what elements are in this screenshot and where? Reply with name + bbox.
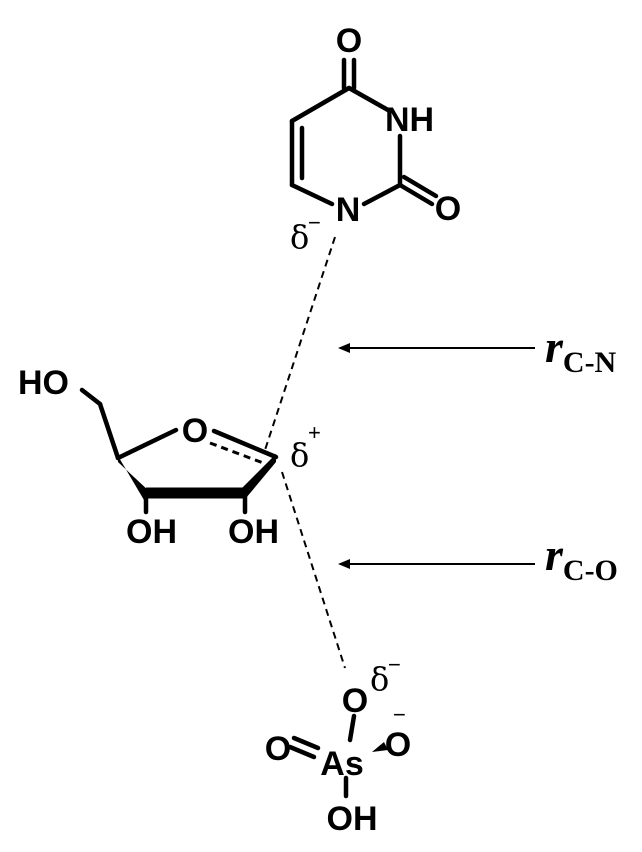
uracil-nh-label: NH bbox=[385, 101, 434, 139]
uracil-o2-label: O bbox=[435, 190, 461, 228]
c1-partial-positive-sign: + bbox=[308, 420, 321, 445]
o-top-partial-negative-delta: δ bbox=[370, 660, 389, 698]
r-cn-subscript: C-N bbox=[563, 346, 617, 379]
c4-n3-bond bbox=[346, 85, 391, 113]
c1-o-partial-bond bbox=[281, 471, 346, 669]
n1-partial-negative-delta: δ bbox=[290, 218, 309, 256]
arsenate-oh-label: OH bbox=[327, 800, 378, 838]
r-co-symbol: r bbox=[545, 529, 564, 580]
uracil-n1-label: N bbox=[336, 191, 361, 229]
ribose-oh-left-label: OH bbox=[126, 513, 177, 551]
o4-c1-bond bbox=[211, 428, 279, 460]
n1-c2-bond bbox=[361, 182, 403, 207]
r-cn-symbol: r bbox=[545, 321, 564, 372]
arsenate-as-label: As bbox=[320, 745, 363, 783]
ribose-oh-right-label: OH bbox=[228, 513, 279, 551]
c2-o2-bond-b bbox=[401, 174, 439, 199]
r-cn-label: rC-N bbox=[545, 321, 617, 379]
o-top-as-bond bbox=[347, 713, 357, 743]
arsenate-o-right-label: O bbox=[385, 726, 411, 764]
n1-partial-negative-sign: − bbox=[308, 210, 321, 235]
o-top-partial-negative-sign: − bbox=[388, 652, 401, 677]
ribose-oxocarbenium: HO O OH OH δ + bbox=[18, 364, 321, 551]
c4-o4-ring-bond bbox=[115, 427, 179, 461]
o-right-negative-sign: − bbox=[393, 702, 406, 727]
as-o-right-wedge bbox=[372, 742, 388, 752]
c4-c3-wedge bbox=[118, 456, 150, 500]
c2-o2-bond-a bbox=[397, 182, 435, 207]
o4-c1-partial-double-bond bbox=[209, 441, 267, 466]
c1-partial-positive-delta: δ bbox=[290, 436, 309, 474]
ribose-ring-o-label: O bbox=[182, 412, 208, 450]
r-co-subscript: C-O bbox=[563, 554, 618, 587]
o-left-as-bond-b bbox=[291, 735, 321, 751]
arsenate-o-top-label: O bbox=[342, 682, 368, 720]
arsenate-o-left-label: O bbox=[265, 730, 291, 768]
c1-c2-wedge bbox=[240, 454, 276, 498]
c1-n1-partial-bond bbox=[264, 236, 336, 451]
c5-c4-bond bbox=[97, 401, 121, 461]
uracil-molecule: O NH O N δ − bbox=[289, 22, 461, 256]
ho-c5-bond bbox=[79, 387, 103, 407]
r-co-label: rC-O bbox=[545, 529, 618, 587]
uracil-o4-label: O bbox=[336, 22, 362, 60]
c4-c5-bond bbox=[289, 85, 352, 124]
ribose-ho-label: HO bbox=[18, 364, 69, 402]
c6-n1-bond bbox=[289, 182, 335, 207]
arsenate-group: O δ − O As O − OH bbox=[265, 652, 411, 838]
o-left-as-bond-a bbox=[287, 744, 317, 760]
